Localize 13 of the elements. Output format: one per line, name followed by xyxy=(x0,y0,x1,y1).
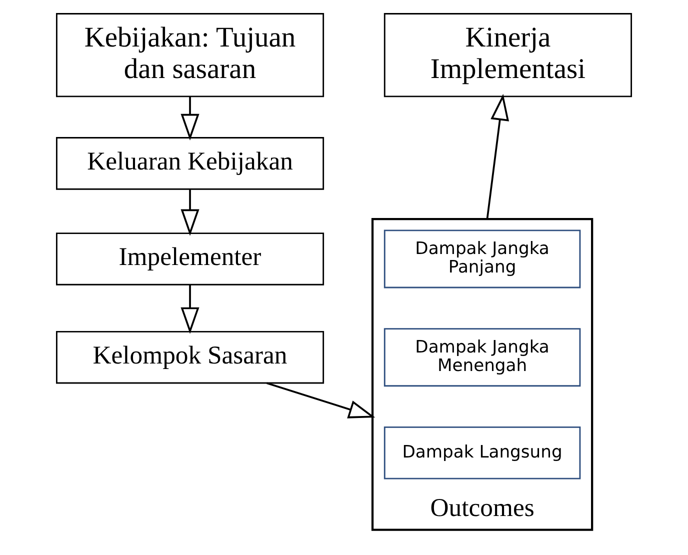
arrow xyxy=(180,284,200,334)
node-box: Impelementer xyxy=(56,232,324,286)
node-box: Kebijakan: Tujuan dan sasaran xyxy=(56,13,324,98)
node-box: Kelompok Sasaran xyxy=(56,330,324,384)
arrow xyxy=(180,97,200,140)
arrow xyxy=(486,94,510,220)
node-box: Dampak Jangka Menengah xyxy=(384,328,581,387)
node-box: Kinerja Implementasi xyxy=(384,13,632,98)
node-box: Dampak Langsung xyxy=(384,426,581,480)
arrow xyxy=(180,189,200,236)
node-box: Keluaran Kebijakan xyxy=(56,137,324,190)
arrow xyxy=(266,382,376,418)
node-box: Dampak Jangka Panjang xyxy=(384,230,581,288)
